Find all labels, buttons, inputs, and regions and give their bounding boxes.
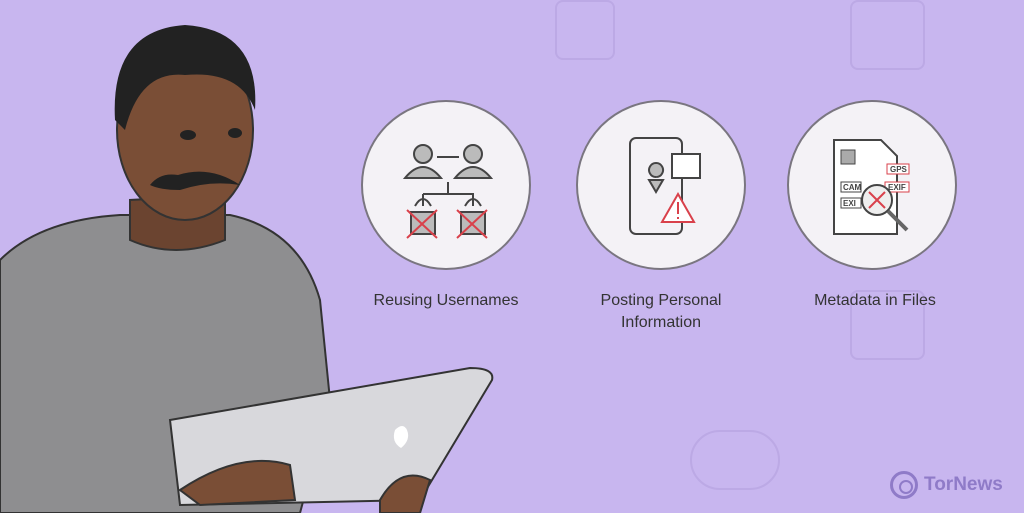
tornews-logo-icon [890,471,918,499]
background-decor [850,0,925,70]
posting-personal-info-icon-circle [576,100,746,270]
cam-tag: CAM [843,183,862,192]
phone-location-warning-icon [629,137,701,235]
tornews-logo: TorNews [890,471,1003,499]
label-posting-personal-information: Posting Personal Information [600,292,722,331]
file-metadata-icon: GPS CAM EXIF EXI [833,139,910,235]
exi-tag: EXI [843,199,856,208]
exif-tag: EXIF [888,183,906,192]
metadata-in-files-icon-circle: GPS CAM EXIF EXI [787,100,957,270]
gps-tag: GPS [890,165,908,174]
reusing-usernames-icon-circle [361,100,531,270]
background-decor [850,290,925,360]
brand-name: TorNews [924,474,1003,495]
label-metadata-in-files: Metadata in Files [814,292,936,309]
label-reusing-usernames: Reusing Usernames [373,292,519,309]
background-decor [555,0,615,60]
person-with-laptop-illustration [0,25,494,513]
background-decor [690,430,780,490]
username-reuse-icon [402,144,494,239]
